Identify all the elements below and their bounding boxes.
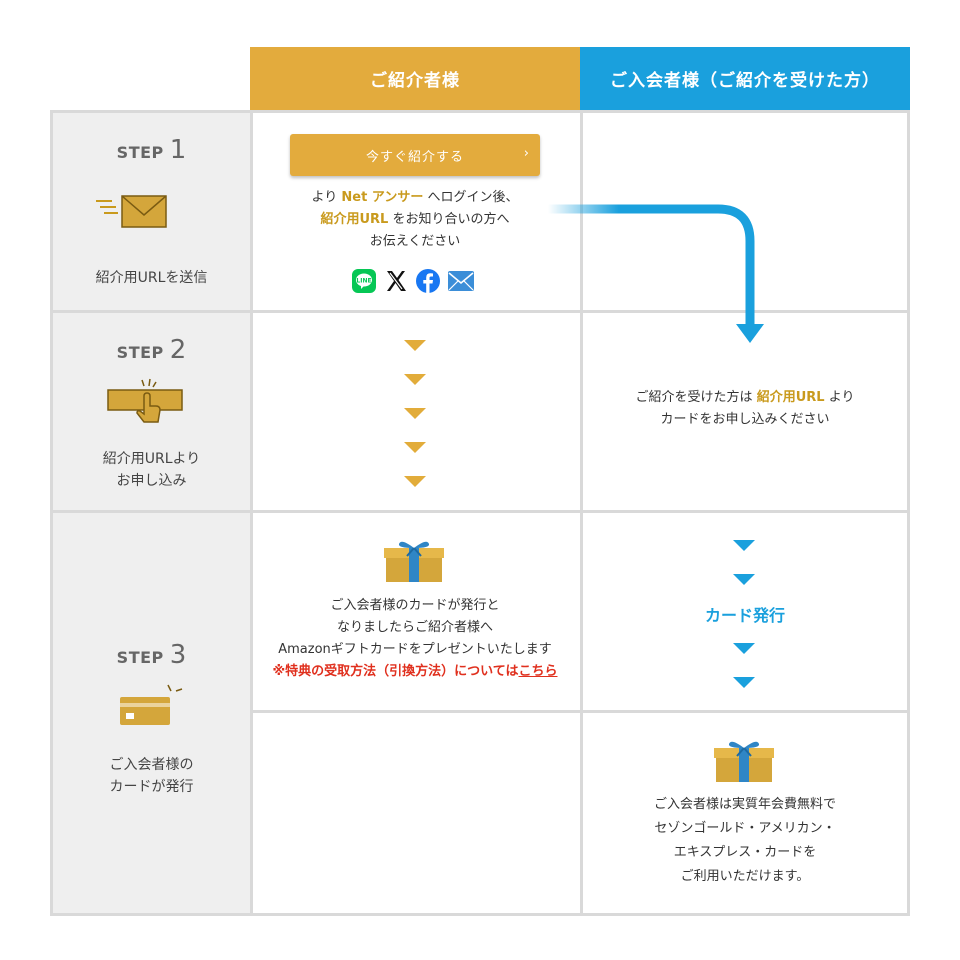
- step1-text: をお知り合いの方へ: [392, 212, 510, 227]
- redemption-note: ※特典の受取方法（引換方法）についてはこちら: [250, 661, 580, 683]
- step1-instructions: より Net アンサー へログイン後、 紹介用URL をお知り合いの方へ お伝え…: [250, 187, 580, 253]
- step2-text: カードをお申し込みください: [660, 412, 830, 427]
- referral-url-label: 紹介用URL: [756, 390, 825, 405]
- facebook-icon[interactable]: [416, 269, 440, 293]
- step2-caption: 紹介用URLより お申し込み: [50, 448, 253, 492]
- member-benefit-cell: [580, 710, 910, 916]
- step1-caption: 紹介用URLを送信: [95, 270, 208, 286]
- flow-arrow-icon: [548, 204, 764, 343]
- gift-box-icon: [714, 741, 774, 782]
- member-benefit-line: ご利用いただけます。: [680, 869, 810, 884]
- share-icons: LINE: [352, 268, 482, 294]
- step3-referrer-line: ご入会者様のカードが発行と: [330, 598, 500, 613]
- member-benefit-line: エキスプレス・カードを: [673, 845, 817, 860]
- step3-referrer-line: なりましたらご紹介者様へ: [336, 620, 493, 635]
- credit-card-icon: [120, 684, 183, 725]
- redemption-note-text: ※特典の受取方法（引換方法）については: [272, 664, 519, 679]
- x-icon[interactable]: [384, 269, 408, 293]
- refer-now-button-label: 今すぐ紹介する: [365, 149, 464, 165]
- down-arrow-icon: [404, 476, 426, 487]
- down-arrow-icon: [404, 340, 426, 351]
- mail-icon[interactable]: [448, 271, 474, 291]
- member-benefit-line: ご入会者様は実質年会費無料で: [653, 797, 836, 812]
- referrer-column-header: ご紹介者様: [250, 47, 580, 110]
- referrer-empty-cell: [250, 710, 583, 916]
- member-benefit-line: セゾンゴールド・アメリカン・: [654, 821, 836, 836]
- referrer-step3-cell: [250, 510, 583, 713]
- step-word: STEP: [116, 648, 164, 667]
- step-number: 3: [169, 640, 187, 670]
- step2-text: ご紹介を受けた方は: [635, 390, 753, 405]
- down-arrow-icon: [733, 677, 755, 688]
- step3-caption-line: ご入会者様の: [109, 757, 194, 773]
- line-icon[interactable]: LINE: [352, 269, 376, 293]
- down-arrow-icon: [404, 374, 426, 385]
- down-arrow-icon: [733, 540, 755, 551]
- step2-label: STEP 2: [50, 335, 253, 365]
- down-arrow-icon: [733, 574, 755, 585]
- envelope-icon: [96, 195, 167, 228]
- step1-text: へログイン後、: [427, 190, 519, 205]
- redemption-info-link[interactable]: こちら: [518, 664, 558, 679]
- step1-text: より: [311, 190, 338, 205]
- step-notch: [143, 313, 159, 320]
- step1-label: STEP 1: [50, 135, 253, 165]
- down-arrow-icon: [404, 442, 426, 453]
- down-arrow-icon: [404, 408, 426, 419]
- step-word: STEP: [116, 143, 164, 162]
- step2-caption-line: お申し込み: [116, 473, 187, 489]
- step1-text: お伝えください: [369, 234, 461, 249]
- step-notch: [143, 513, 159, 520]
- step2-text: より: [828, 390, 855, 405]
- step3-referrer-line: Amazonギフトカードをプレゼントいたします: [278, 642, 552, 657]
- member-benefit-text: ご入会者様は実質年会費無料で セゾンゴールド・アメリカン・ エキスプレス・カード…: [580, 793, 910, 889]
- svg-text:LINE: LINE: [356, 278, 371, 285]
- step2-caption-line: 紹介用URLより: [102, 451, 201, 467]
- step-number: 2: [169, 335, 187, 365]
- referral-url-label: 紹介用URL: [320, 212, 389, 227]
- step3-label: STEP 3: [50, 640, 253, 670]
- member-step2-cell: [580, 310, 910, 513]
- step3-caption-line: カードが発行: [109, 779, 194, 795]
- refer-now-button[interactable]: 今すぐ紹介する ›: [290, 134, 540, 176]
- tap-button-icon: [107, 378, 183, 423]
- step-word: STEP: [116, 343, 164, 362]
- card-issued-label: カード発行: [704, 606, 785, 625]
- step-number: 1: [169, 135, 187, 165]
- net-answer-link: Net アンサー: [341, 190, 424, 205]
- member-column-header: ご入会者様（ご紹介を受けた方）: [580, 47, 910, 110]
- chevron-right-icon: ›: [523, 146, 530, 161]
- step3-referrer-text: ご入会者様のカードが発行と なりましたらご紹介者様へ Amazonギフトカードを…: [250, 595, 580, 683]
- gift-box-icon: [384, 541, 444, 582]
- step2-member-text: ご紹介を受けた方は 紹介用URL より カードをお申し込みください: [580, 387, 910, 431]
- down-arrow-icon: [733, 643, 755, 654]
- step3-caption: ご入会者様の カードが発行: [50, 754, 253, 798]
